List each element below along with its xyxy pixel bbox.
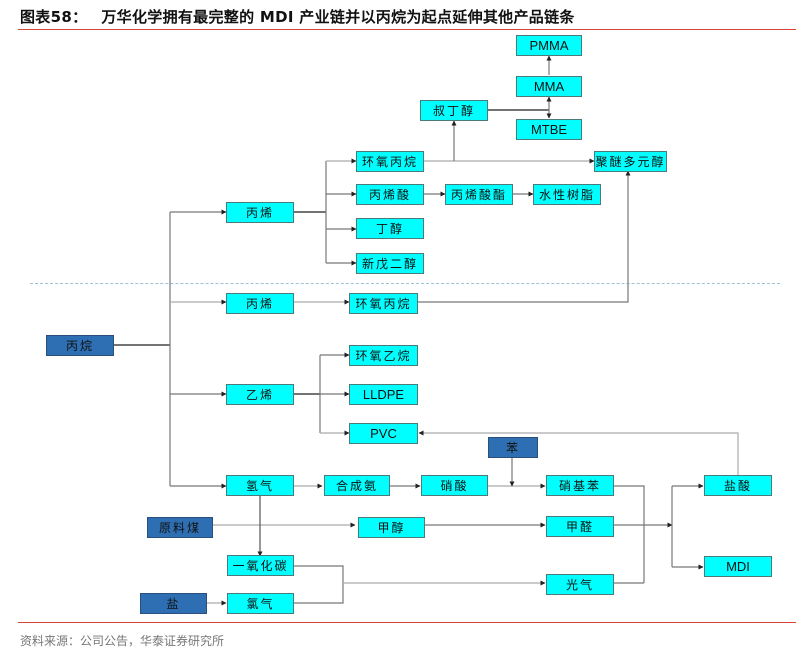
node-yan: 盐 <box>140 593 207 614</box>
node-mdi: MDI <box>704 556 772 577</box>
node-hechengan: 合成氨 <box>324 475 390 496</box>
node-mtbe: MTBE <box>516 119 582 140</box>
title-rule <box>18 29 796 30</box>
source-note: 资料来源：公司公告，华泰证券研究所 <box>20 634 225 648</box>
node-huanyangyiwan: 环氧乙烷 <box>349 345 418 366</box>
section-divider <box>30 283 780 284</box>
node-mma: MMA <box>516 76 582 97</box>
node-pvc: PVC <box>349 423 418 444</box>
link-co-out <box>294 565 344 604</box>
node-huanyangbingwan-mid: 环氧丙烷 <box>349 293 418 314</box>
node-ben: 苯 <box>488 437 538 458</box>
node-bingxi-mid: 丙烯 <box>226 293 294 314</box>
node-bingxisuan: 丙烯酸 <box>356 184 424 205</box>
node-yuanliaomei: 原料煤 <box>147 517 213 538</box>
node-dingchun: 丁醇 <box>356 218 424 239</box>
figure-title: 图表58： 万华化学拥有最完整的 MDI 产业链并以丙烷为起点延伸其他产品链条 <box>20 6 575 27</box>
node-jiaquan: 甲醛 <box>546 516 614 537</box>
node-qingqi: 氢气 <box>226 475 294 496</box>
figure-number: 图表58： <box>20 8 88 26</box>
node-jiachun: 甲醇 <box>358 517 425 538</box>
link-yansuan-pvc <box>418 430 739 475</box>
node-bingxisuanzhi: 丙烯酸酯 <box>445 184 513 205</box>
node-shudingchun: 叔丁醇 <box>420 100 488 121</box>
link-xiaojiben-out <box>614 485 645 583</box>
link-huanyang-mid-jumi <box>418 170 631 303</box>
node-bingwan: 丙烷 <box>46 335 114 356</box>
node-guangqi: 光气 <box>546 574 614 595</box>
node-bingxi-top: 丙烯 <box>226 202 294 223</box>
node-xiaosuan: 硝酸 <box>421 475 488 496</box>
node-huanyangbingwan-top: 环氧丙烷 <box>356 151 424 172</box>
node-shuixingshuzhi: 水性树脂 <box>533 184 601 205</box>
node-yiyanghuatan: 一氧化碳 <box>227 555 294 576</box>
node-pmma: PMMA <box>516 35 582 56</box>
node-lvqi: 氯气 <box>227 593 294 614</box>
node-yansuan: 盐酸 <box>704 475 772 496</box>
node-jumiduoyuanchun: 聚醚多元醇 <box>594 151 667 172</box>
footer-rule <box>18 622 796 623</box>
node-yixi: 乙烯 <box>226 384 294 405</box>
node-xinwuerchun: 新戊二醇 <box>356 253 424 274</box>
node-xiaojiben: 硝基苯 <box>546 475 614 496</box>
figure-title-text: 万华化学拥有最完整的 MDI 产业链并以丙烷为起点延伸其他产品链条 <box>101 8 575 26</box>
node-lldpe: LLDPE <box>349 384 418 405</box>
